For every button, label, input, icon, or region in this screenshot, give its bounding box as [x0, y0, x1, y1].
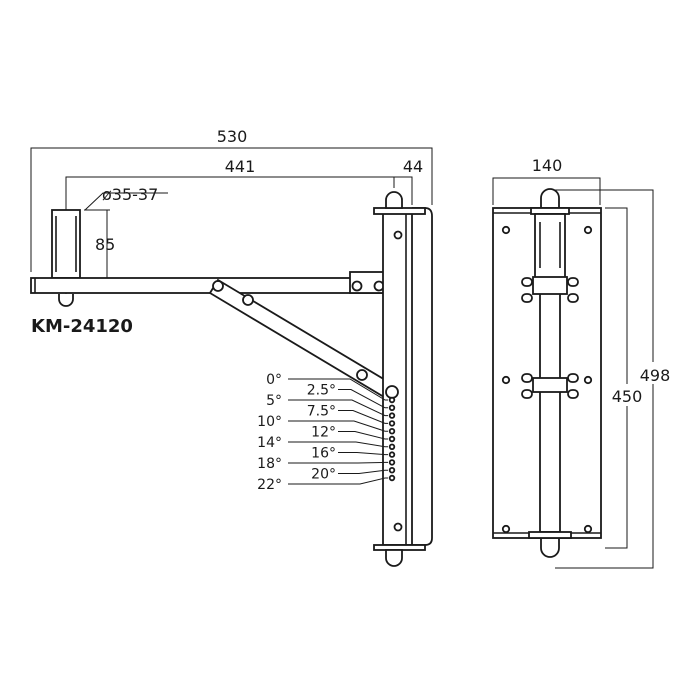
- angle-leader: [288, 441, 388, 448]
- clamp-bolt: [567, 277, 579, 287]
- angle-label: 2.5°: [307, 383, 336, 399]
- angle-label: 7.5°: [307, 404, 336, 420]
- angle-hole: [388, 420, 396, 427]
- angle-label: 14°: [257, 435, 282, 451]
- angle-label: 12°: [311, 425, 336, 441]
- clamp-bolt: [521, 277, 533, 287]
- angle-leader: [288, 477, 388, 485]
- angle-scale: 0° 2.5° 5° 7.5° 10° 12° 14° 16° 18° 20° 22°: [257, 372, 396, 493]
- angle-leader: [338, 410, 388, 424]
- clamp-bolt: [521, 373, 533, 383]
- dim-530: 530: [217, 127, 248, 146]
- angle-label: 10°: [257, 414, 282, 430]
- angle-leader: [338, 469, 388, 474]
- angle-leader: [338, 389, 388, 409]
- angle-leader: [338, 452, 388, 456]
- dim-85: 85: [95, 235, 115, 254]
- angle-hole: [388, 396, 396, 404]
- angle-label: 22°: [257, 477, 282, 493]
- clamp-bolt: [521, 293, 533, 303]
- front-view-bracket: [492, 188, 602, 558]
- angle-label: 20°: [311, 467, 336, 483]
- dim-44: 44: [403, 157, 423, 176]
- clamp-bolt: [521, 389, 533, 399]
- angle-leader: [288, 399, 388, 417]
- dim-441: 441: [225, 157, 256, 176]
- angle-leader: [338, 431, 388, 440]
- angle-hole: [388, 428, 396, 435]
- clamp-bolt: [567, 389, 579, 399]
- angle-hole: [388, 451, 396, 458]
- model-label: KM-24120: [31, 316, 133, 337]
- dim-140: 140: [532, 156, 563, 175]
- angle-hole: [388, 404, 396, 411]
- angle-label: 18°: [257, 456, 282, 472]
- angle-leader: [288, 420, 388, 432]
- angle-hole: [388, 459, 396, 466]
- angle-hole: [388, 412, 396, 419]
- dim-450: 450: [612, 387, 643, 406]
- dim-498: 498: [640, 366, 671, 385]
- side-view-bracket: [30, 191, 433, 567]
- clamp-bolt: [567, 293, 579, 303]
- angle-hole: [388, 443, 396, 450]
- clamp-bolt: [567, 373, 579, 383]
- angle-label: 16°: [311, 446, 336, 462]
- angle-leader: [288, 378, 388, 401]
- angle-label: 5°: [266, 393, 282, 409]
- angle-label: 0°: [266, 372, 282, 388]
- angle-hole: [388, 474, 396, 482]
- angle-leader: [288, 461, 388, 464]
- angle-hole: [388, 435, 396, 443]
- angle-hole: [388, 467, 396, 474]
- dim-diameter: ø35-37: [102, 185, 158, 204]
